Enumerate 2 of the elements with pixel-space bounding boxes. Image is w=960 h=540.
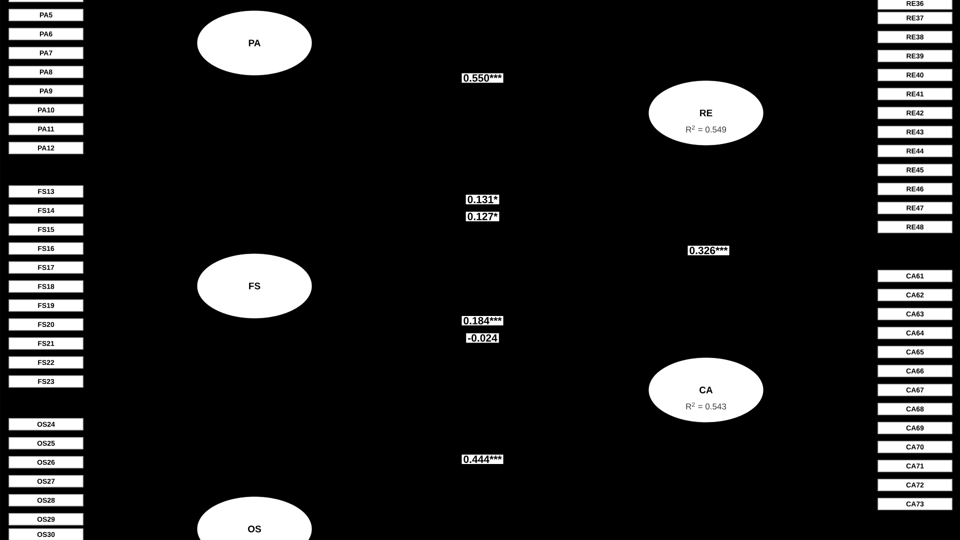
indicator-box (8, 0, 84, 2)
path-coefficient: 0.444*** (462, 454, 504, 464)
